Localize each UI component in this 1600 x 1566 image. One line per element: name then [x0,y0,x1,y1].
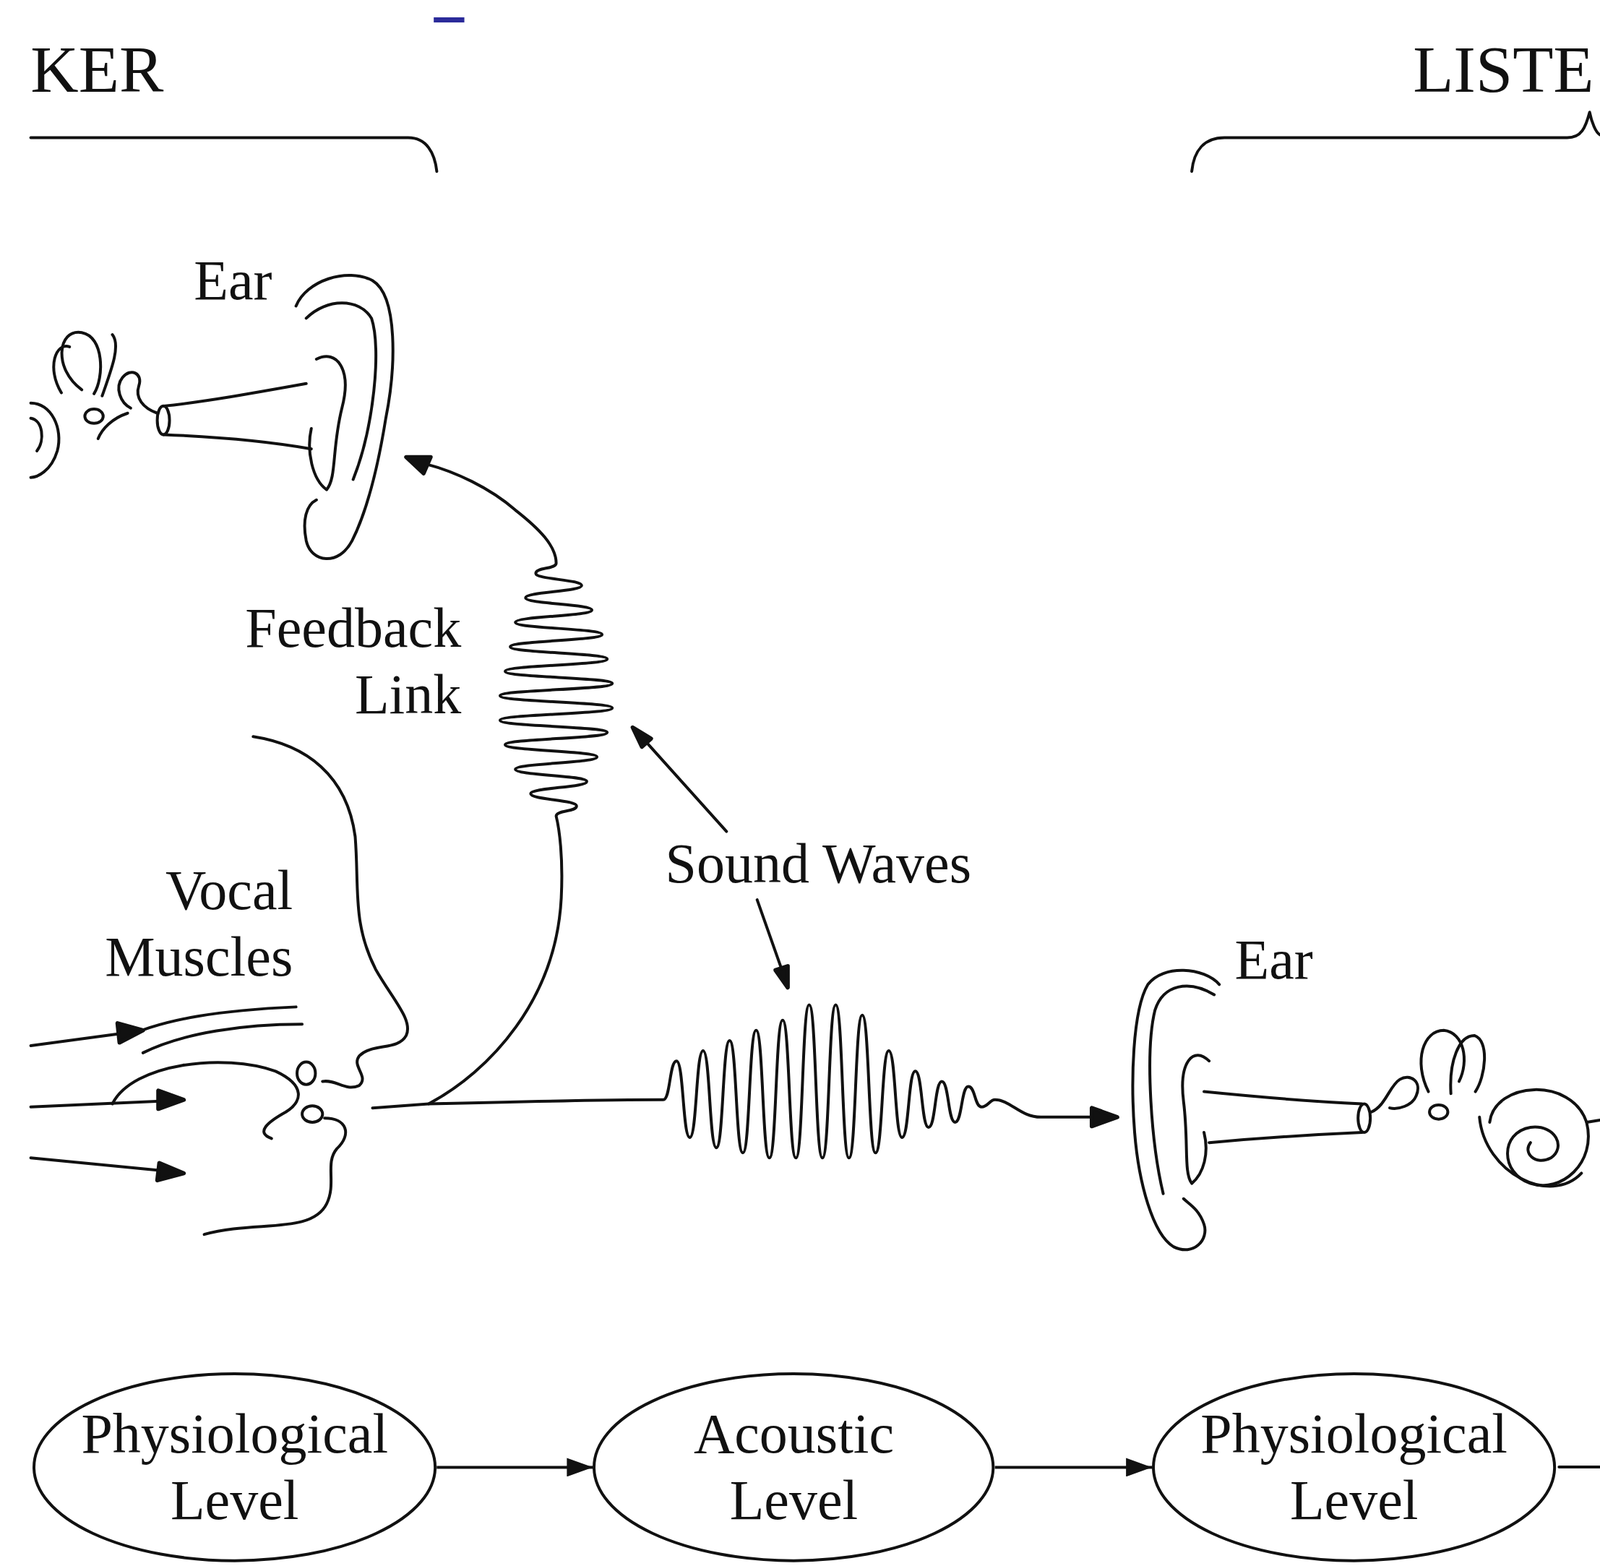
level-ellipse: Physiological Level [32,1372,437,1563]
eardrum [1357,1103,1371,1133]
pinna [1133,970,1220,1251]
ellipse-shape [594,1373,993,1561]
ellipse-shape [1153,1373,1555,1561]
text-label: Vocal Muscles [104,857,293,991]
arrowhead [157,1162,185,1181]
palate [122,1006,297,1039]
exit-line [1558,1465,1600,1469]
cochlea [31,418,42,451]
arrowhead [1091,1107,1118,1126]
level-ellipse: Acoustic Level [592,1372,995,1563]
arrowhead [406,456,431,474]
oval-window [1429,1104,1448,1120]
ear-canal [1209,1132,1363,1143]
tongue [112,1062,298,1139]
auditory-nerve [1586,1120,1600,1123]
pinna [296,275,394,559]
semicircular-canal [53,346,70,393]
concha [1182,1055,1210,1184]
eardrum [157,406,170,436]
helix [1149,986,1215,1194]
sound-wave [372,1005,1097,1159]
lower-lip [302,1105,323,1123]
muscle-arrow [31,1157,170,1171]
speaker-bracket [31,138,438,172]
muscle-arrow [31,1100,170,1107]
arrowhead [632,727,651,748]
text-label: Ear [1235,926,1314,993]
semicircular-canal [1450,1035,1485,1094]
semicircular-canal [1420,1030,1465,1092]
cochlea [1489,1089,1589,1186]
arrowhead [117,1023,144,1043]
chin-profile [204,1117,347,1235]
concha [309,356,345,490]
ossicle [1371,1077,1418,1113]
ellipse-outline [1151,1372,1556,1563]
helix [306,302,376,480]
flow-arrow [995,1465,1152,1469]
text-label: LISTE [1412,30,1594,110]
level-ellipse: Physiological Level [1151,1372,1556,1563]
speaker-ear [31,275,394,559]
leader-line [644,740,727,832]
upper-lip [297,1062,316,1085]
flow-arrow [436,1465,593,1469]
ellipse-outline [592,1372,995,1563]
level-text: Acoustic Level [693,1400,894,1534]
semicircular-canal [62,332,102,394]
oval-window [84,409,103,424]
speaker-head [31,736,409,1235]
cochlea [31,403,60,478]
cochlea [1479,1117,1582,1187]
blue-mark [433,17,464,23]
palate [143,1024,303,1053]
semicircular-canal [101,334,116,397]
ellipse-shape [33,1373,436,1561]
text-label: KER [30,30,164,110]
ellipse-outline [32,1372,437,1563]
text-label: Sound Waves [665,830,972,897]
arrowhead [775,966,788,988]
ear-canal [163,383,307,407]
text-label: Feedback Link [244,594,462,728]
level-text: Physiological Level [1200,1400,1508,1534]
arrowhead [158,1090,184,1109]
listener-bracket [1191,112,1600,172]
feedback-wave [426,463,613,1104]
ear-canal [1203,1091,1363,1105]
ossicle [118,372,157,414]
level-text: Physiological Level [80,1400,389,1534]
leader-line [757,899,782,970]
listener-ear [1133,970,1600,1251]
ear-canal [163,434,312,449]
text-label: Ear [193,247,272,314]
muscle-arrow [31,1032,130,1046]
